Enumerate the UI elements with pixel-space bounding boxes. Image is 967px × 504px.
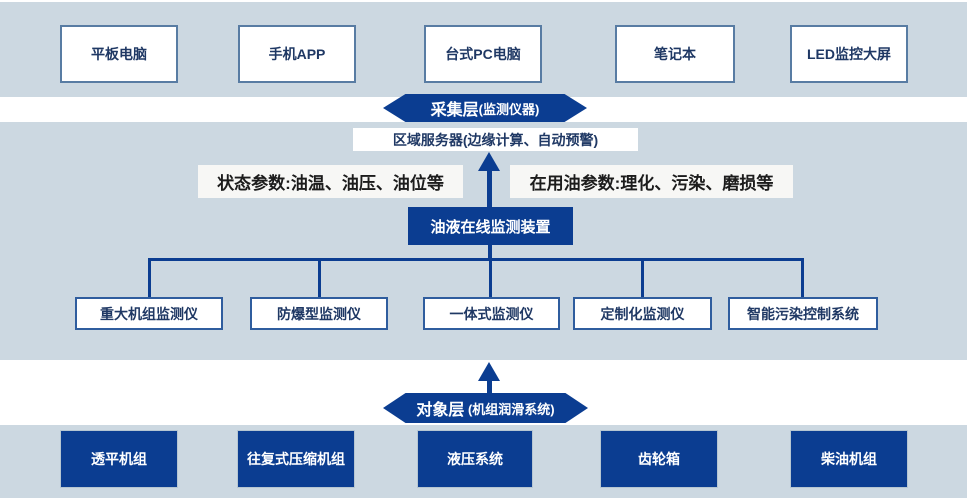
equipment-box-hydraulic-system: 液压系统 xyxy=(417,430,533,488)
monitor-box-pollution-control: 智能污染控制系统 xyxy=(728,297,878,330)
connector-line xyxy=(318,258,321,297)
up-arrow-shaft xyxy=(487,169,492,207)
object-layer-title: 对象层 xyxy=(416,402,465,419)
monitor-box-major-unit: 重大机组监测仪 xyxy=(75,297,223,330)
status-params-label: 状态参数:油温、油压、油位等 xyxy=(198,165,463,198)
status-params-text: 状态参数:油温、油压、油位等 xyxy=(217,174,444,193)
connector-line xyxy=(488,245,492,261)
terminal-box-led-screen: LED监控大屏 xyxy=(790,25,908,83)
connector-line xyxy=(801,258,804,297)
monitor-box-label: 防爆型监测仪 xyxy=(277,305,361,322)
terminal-box-phone-app: 手机APP xyxy=(238,25,356,83)
equipment-box-label: 柴油机组 xyxy=(821,451,877,467)
connector-line xyxy=(641,258,644,297)
up-arrow-shaft xyxy=(487,379,492,394)
oil-params-text: 在用油参数:理化、污染、磨损等 xyxy=(529,174,774,193)
monitor-box-label: 智能污染控制系统 xyxy=(747,305,859,322)
equipment-box-diesel-unit: 柴油机组 xyxy=(790,430,908,488)
equipment-box-label: 往复式压缩机组 xyxy=(247,451,345,467)
equipment-box-label: 透平机组 xyxy=(91,451,147,467)
regional-server-box: 区域服务器(边缘计算、自动预警) xyxy=(353,128,638,151)
equipment-box-label: 液压系统 xyxy=(447,451,503,467)
equipment-box-gearbox: 齿轮箱 xyxy=(600,430,718,488)
terminal-box-label: 笔记本 xyxy=(654,46,696,62)
monitor-box-explosion-proof: 防爆型监测仪 xyxy=(250,297,388,330)
up-arrow-icon xyxy=(478,152,500,171)
collection-layer-title: 采集层 xyxy=(430,102,479,119)
terminal-box-label: LED监控大屏 xyxy=(807,46,891,62)
collection-layer-subtitle: (监测仪器) xyxy=(478,101,540,117)
connector-line xyxy=(489,258,492,297)
oil-monitoring-device-label: 油液在线监测装置 xyxy=(430,218,551,236)
collection-layer-pill: 采集层(监测仪器) xyxy=(383,94,587,122)
terminal-box-label: 手机APP xyxy=(268,46,326,62)
connector-line xyxy=(148,258,151,297)
equipment-box-label: 齿轮箱 xyxy=(638,451,680,467)
object-layer-subtitle: (机组润滑系统) xyxy=(464,401,555,417)
monitor-box-customized: 定制化监测仪 xyxy=(573,297,712,330)
terminal-box-label: 平板电脑 xyxy=(91,46,147,62)
monitor-box-label: 一体式监测仪 xyxy=(449,305,534,322)
terminal-box-label: 台式PC电脑 xyxy=(445,46,521,62)
equipment-box-reciprocating-compressor: 往复式压缩机组 xyxy=(237,430,355,488)
oil-monitoring-device-box: 油液在线监测装置 xyxy=(408,207,573,245)
terminal-box-tablet: 平板电脑 xyxy=(60,25,178,83)
terminal-box-laptop: 笔记本 xyxy=(615,25,735,83)
object-layer-pill: 对象层 (机组润滑系统) xyxy=(383,393,588,423)
oil-params-label: 在用油参数:理化、污染、磨损等 xyxy=(510,165,793,198)
terminal-box-desktop-pc: 台式PC电脑 xyxy=(424,25,542,83)
monitor-box-label: 重大机组监测仪 xyxy=(100,305,198,322)
up-arrow-icon xyxy=(478,362,500,381)
monitor-box-label: 定制化监测仪 xyxy=(600,305,685,322)
regional-server-label: 区域服务器(边缘计算、自动预警) xyxy=(392,131,599,148)
monitor-box-integrated: 一体式监测仪 xyxy=(423,297,560,330)
equipment-box-turbine: 透平机组 xyxy=(60,430,178,488)
connector-line xyxy=(148,258,804,261)
